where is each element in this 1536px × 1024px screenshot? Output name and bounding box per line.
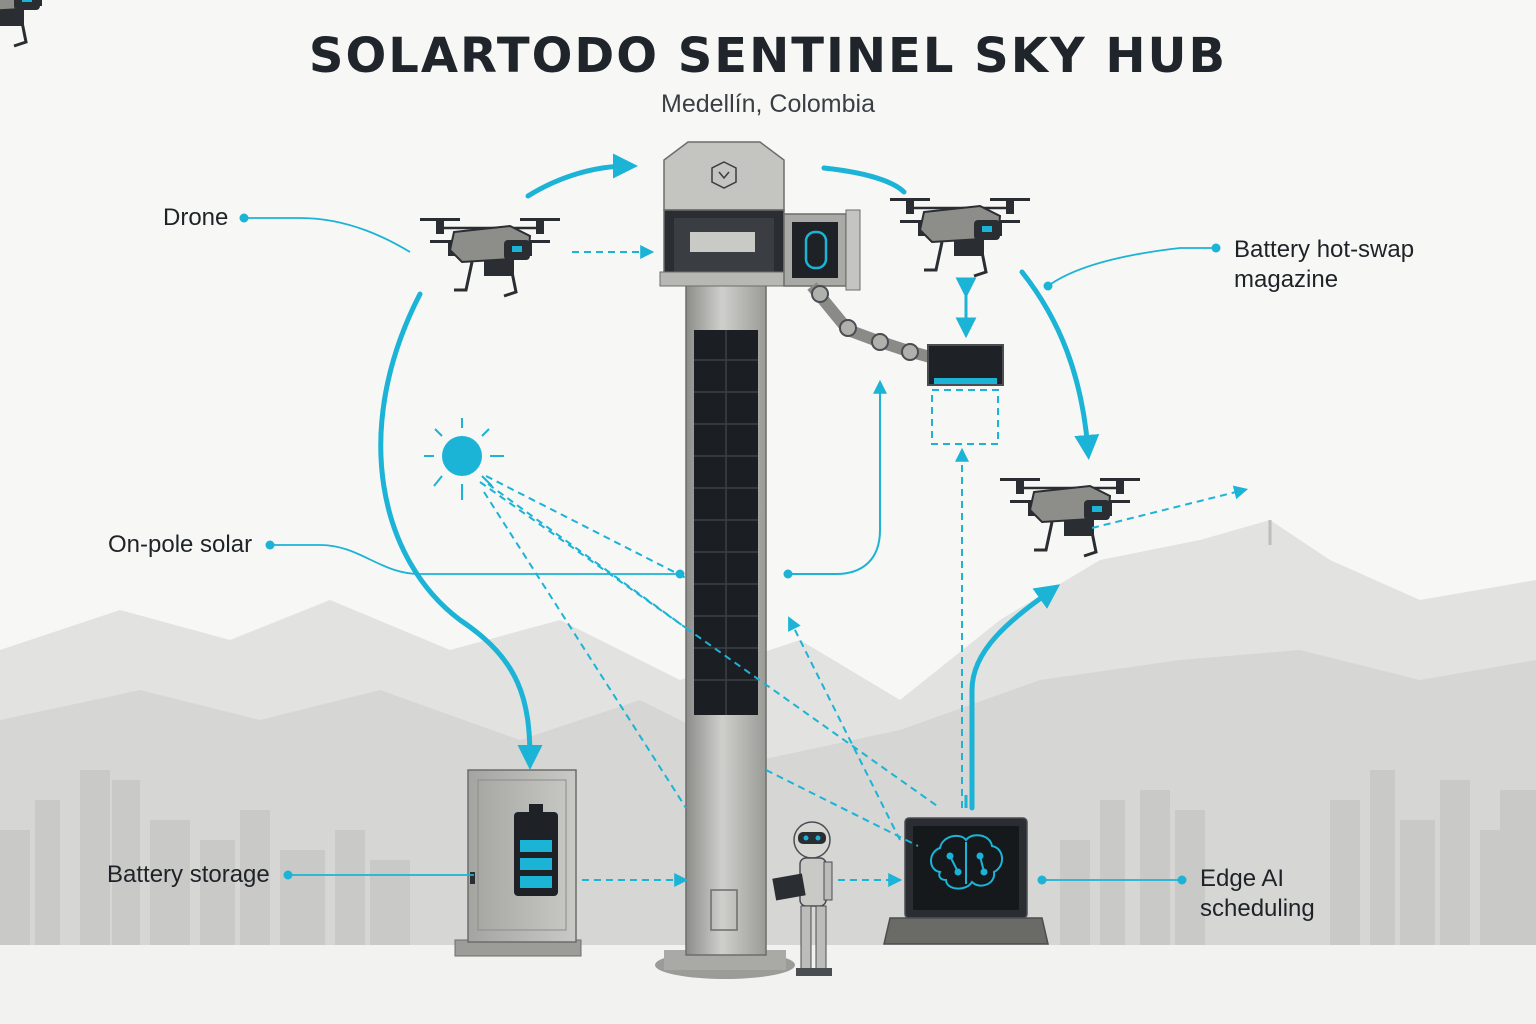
callout-lines: [246, 217, 1214, 881]
sun-icon: [424, 418, 504, 500]
dashed-flows: [479, 245, 1249, 887]
battery-icon: [514, 804, 558, 896]
label-drone: Drone: [163, 204, 229, 231]
label-battery-hot-swap: Battery hot-swap magazine: [1234, 235, 1414, 295]
page-subtitle: Medellín, Colombia: [661, 90, 875, 118]
solar-power-line: [788, 379, 887, 575]
flow-arrows: [378, 153, 1100, 811]
robot-icon: [772, 821, 833, 976]
page-title: SOLARTODO SENTINEL SKY HUB: [308, 28, 1228, 84]
vertical-double-arrow: [955, 277, 977, 808]
label-edge-ai: Edge AI scheduling: [1200, 864, 1315, 924]
logo-icon: [711, 161, 737, 189]
robotic-arm: [807, 282, 1004, 386]
label-edge-ai-line2: scheduling: [1200, 895, 1315, 922]
docking-station: [659, 141, 861, 291]
label-on-pole-solar: On-pole solar: [108, 531, 253, 558]
label-edge-ai-line1: Edge AI: [1200, 865, 1285, 892]
drone-icon: [0, 0, 42, 48]
battery-slot-ghost: [931, 389, 999, 445]
brain-icon: [930, 834, 1003, 890]
battery-storage-cabinet: [454, 769, 582, 957]
laptop-icon: [883, 817, 1049, 945]
label-battery-storage: Battery storage: [107, 861, 270, 888]
background-city: [0, 770, 1536, 950]
label-battery-hot-swap-line2: magazine: [1234, 266, 1339, 293]
label-battery-hot-swap-line1: Battery hot-swap: [1234, 236, 1415, 263]
callout-dots: [239, 213, 1221, 885]
